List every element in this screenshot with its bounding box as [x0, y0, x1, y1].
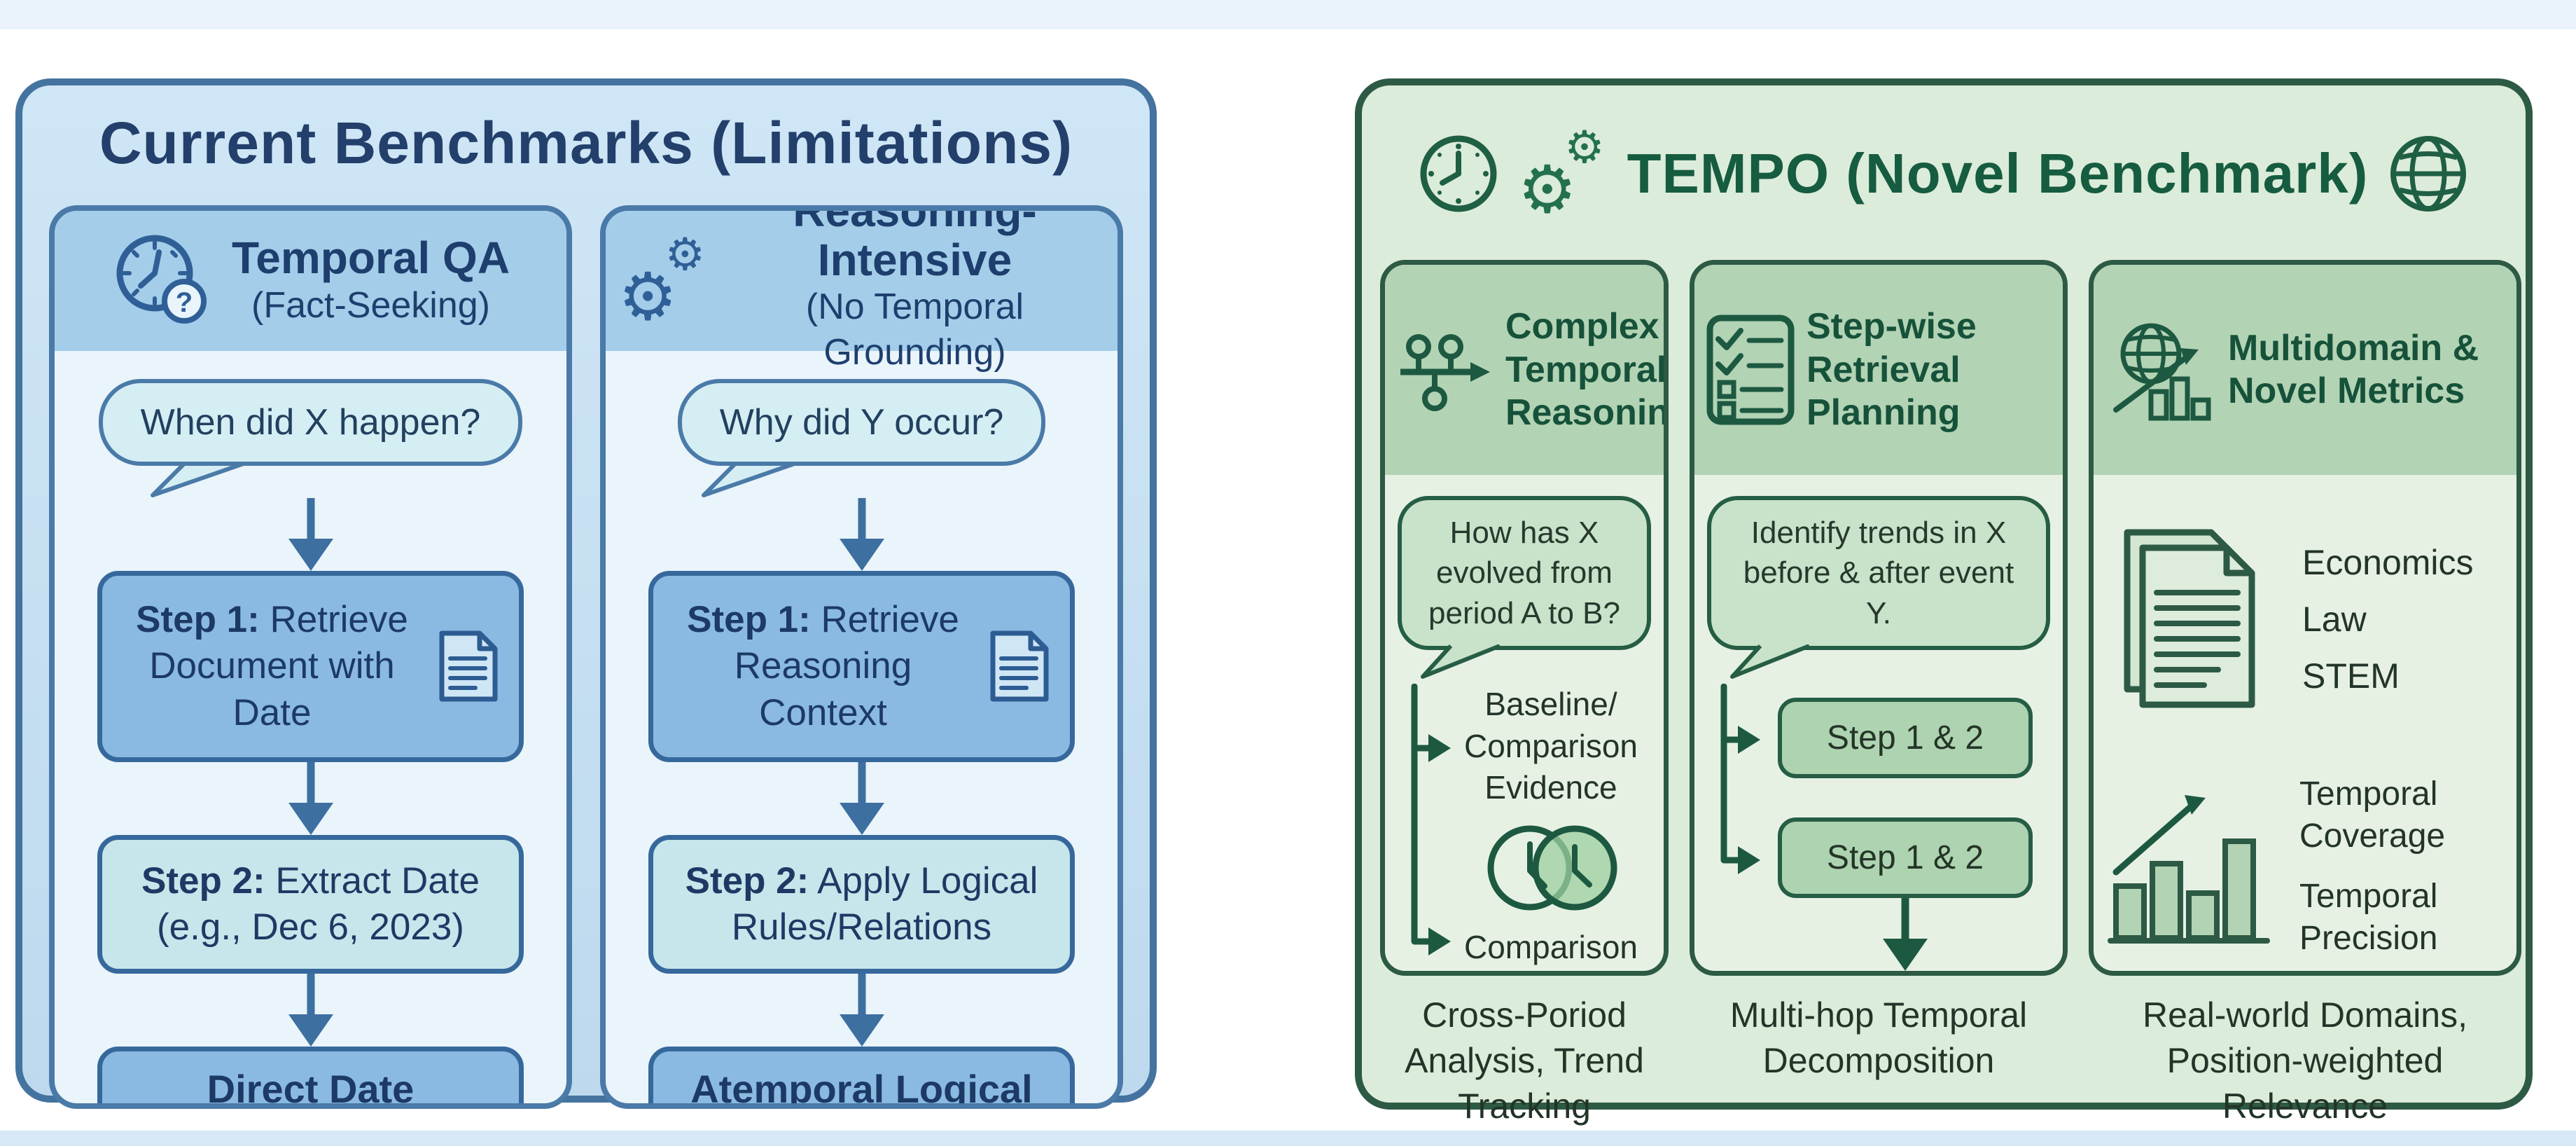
- column-header: Step-wise Retrieval Planning: [1694, 265, 2063, 476]
- question-bubble: How has X evolved from period A to B?: [1398, 496, 1651, 650]
- speech-tail: [1730, 644, 1811, 679]
- metric-item: Temporal Precision: [2299, 878, 2438, 958]
- column-title: Complex Temporal Reasoning: [1505, 306, 1669, 433]
- metrics-row: Temporal Coverage Temporal Precision: [2106, 773, 2504, 960]
- branch-label: Comparison Evidence (Period B): [1464, 929, 1638, 971]
- flow-arrow: [835, 762, 889, 835]
- domain-item: Economics: [2302, 542, 2474, 582]
- speech-tail: [151, 459, 254, 497]
- right-panel-title: TEMPO (Novel Benchmark): [1627, 141, 2369, 205]
- branch-diagram: Baseline/ Comparison Evidence Comparison…: [1398, 683, 1651, 971]
- flow-arrow: [284, 498, 337, 571]
- flow-arrow: [284, 762, 337, 835]
- result-box: Direct Date Matching (No Reasoning): [97, 1047, 524, 1103]
- multidomain-novel-metrics-column: Multidomain & Novel Metrics: [2089, 260, 2521, 976]
- branch-diagram: Step 1 & 2 Step 1 & 2 Synthesized Eviden…: [1707, 683, 2050, 971]
- branch-lines: [1411, 683, 1451, 955]
- temporal-qa-title-block: Temporal QA (Fact-Seeking): [232, 233, 510, 328]
- column-title: Step-wise Retrieval Planning: [1806, 306, 1977, 433]
- reasoning-intensive-header: ⚙ ⚙ Reasoning-Intensive (No Temporal Gro…: [606, 211, 1118, 373]
- documents-stack-icon: [2106, 514, 2281, 724]
- overlapping-clocks-icon: [1472, 819, 1630, 917]
- metric-list: Temporal Coverage Temporal Precision: [2299, 773, 2488, 960]
- question-bubble: Why did Y occur?: [677, 379, 1046, 466]
- reasoning-intensive-flow: Why did Y occur? Step 1: Retrieve Reason…: [606, 351, 1118, 1103]
- card-subtitle: (No Temporal Grounding): [805, 286, 1024, 373]
- step-wise-retrieval-planning-column: Step-wise Retrieval Planning Identify tr…: [1690, 260, 2068, 976]
- temporal-qa-flow: When did X happen? Step 1: Retrieve Docu…: [55, 351, 566, 1103]
- domains-row: Economics Law STEM: [2106, 514, 2504, 724]
- column-body: Economics Law STEM: [2094, 475, 2516, 971]
- left-panel-title: Current Benchmarks (Limitations): [99, 110, 1073, 176]
- document-icon: [987, 629, 1052, 703]
- tempo-panel: ⚙ ⚙ TEMPO (Novel Benchmark): [1355, 78, 2533, 1126]
- reasoning-intensive-title-block: Reasoning-Intensive (No Temporal Groundi…: [725, 205, 1105, 375]
- reasoning-intensive-card: ⚙ ⚙ Reasoning-Intensive (No Temporal Gro…: [600, 205, 1123, 1109]
- column-body: Identify trends in X before & after even…: [1694, 475, 2063, 971]
- column-captions: Cross-Poriod Analysis, Trend Tracking Mu…: [1362, 976, 2526, 1129]
- domain-item: STEM: [2302, 656, 2400, 696]
- speech-tail: [1421, 644, 1501, 679]
- card-subtitle: (Fact-Seeking): [251, 284, 490, 326]
- column-title: Multidomain & Novel Metrics: [2228, 327, 2479, 412]
- bar-chart-growth-icon: [2106, 782, 2281, 951]
- bottom-strip: [0, 1131, 2576, 1146]
- top-strip: [0, 0, 2576, 29]
- timeline-icon: [1396, 326, 1494, 414]
- step2-box: Step 2: Extract Date (e.g., Dec 6, 2023): [97, 834, 524, 974]
- question-bubble: When did X happen?: [98, 379, 523, 466]
- column-header: Multidomain & Novel Metrics: [2094, 265, 2516, 476]
- svg-text:?: ?: [176, 287, 193, 318]
- domain-list: Economics Law STEM: [2302, 534, 2474, 705]
- caption-complex-temporal: Cross-Poriod Analysis, Trend Tracking: [1405, 995, 1644, 1126]
- domain-item: Law: [2302, 599, 2367, 639]
- speech-tail: [702, 459, 805, 497]
- tempo-columns: Complex Temporal Reasoning How has X evo…: [1362, 260, 2526, 976]
- column-body: How has X evolved from period A to B?: [1385, 475, 1664, 971]
- result-box: Atemporal Logical Inference (No Temporal…: [648, 1047, 1075, 1103]
- step1-box: Step 1: Retrieve Document with Date: [97, 571, 524, 762]
- complex-temporal-reasoning-column: Complex Temporal Reasoning How has X evo…: [1380, 260, 1669, 976]
- card-title: Temporal QA: [231, 233, 510, 284]
- tempo-title-row: ⚙ ⚙ TEMPO (Novel Benchmark): [1362, 104, 2526, 243]
- flow-arrow: [835, 498, 889, 571]
- question-bubble: Identify trends in X before & after even…: [1707, 496, 2050, 650]
- metric-item: Temporal Coverage: [2299, 775, 2446, 855]
- caption-step-wise: Multi-hop Temporal Decomposition: [1729, 995, 2028, 1081]
- temporal-qa-card: ? Temporal QA (Fact-Seeking) When did X …: [49, 205, 572, 1109]
- checklist-icon: [1706, 314, 1795, 426]
- step-box: Step 1 & 2: [1777, 697, 2033, 778]
- current-benchmarks-panel: Current Benchmarks (Limitations): [15, 78, 1157, 1109]
- caption-multidomain: Real-world Domains, Position-weighted Re…: [2142, 995, 2468, 1126]
- gears-icon: ⚙ ⚙: [618, 229, 705, 336]
- card-title: Reasoning-Intensive: [793, 205, 1037, 285]
- globe-chart-icon: [2105, 317, 2217, 422]
- globe-icon: [2386, 132, 2470, 216]
- temporal-qa-header: ? Temporal QA (Fact-Seeking): [55, 211, 566, 351]
- left-subcards: ? Temporal QA (Fact-Seeking) When did X …: [22, 205, 1150, 1109]
- flow-arrow: [1879, 898, 1932, 962]
- step2-box: Step 2: Apply Logical Rules/Relations: [648, 834, 1075, 974]
- gears-icon: ⚙ ⚙: [1517, 121, 1605, 228]
- clock-icon: [1417, 132, 1500, 215]
- branch-label: Baseline/ Comparison Evidence: [1464, 685, 1638, 806]
- branch-items: Step 1 & 2 Step 1 & 2 Synthesized Eviden…: [1760, 684, 2050, 971]
- flow-arrow: [835, 974, 889, 1047]
- document-icon: [436, 629, 501, 703]
- branch-lines: [1720, 683, 1760, 874]
- step1-box: Step 1: Retrieve Reasoning Context: [648, 571, 1075, 762]
- step-box: Step 1 & 2: [1777, 817, 2033, 898]
- flow-arrow: [284, 974, 337, 1047]
- branch-items: Baseline/ Comparison Evidence Comparison…: [1451, 684, 1651, 971]
- clock-question-icon: ?: [111, 228, 216, 333]
- column-header: Complex Temporal Reasoning: [1385, 265, 1664, 476]
